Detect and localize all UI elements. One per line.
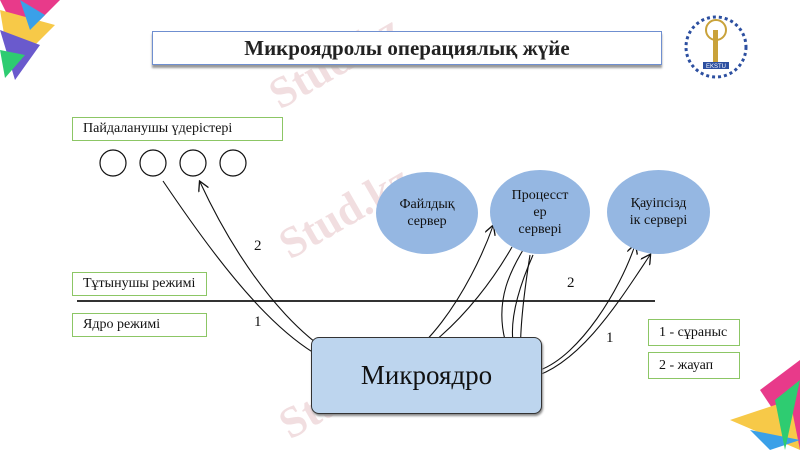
user-mode-label: Тұтынушы режимі xyxy=(72,272,207,296)
legend-request: 1 - сұраныс xyxy=(648,319,740,346)
legend-response: 2 - жауап xyxy=(648,352,740,379)
user-process-1 xyxy=(99,149,127,177)
security-server-node: Қауіпсізд ік сервері xyxy=(607,170,710,254)
kernel-mode-label: Ядро режимі xyxy=(72,313,207,337)
university-logo: EKSTU xyxy=(684,15,748,79)
arrow-number: 1 xyxy=(606,330,614,346)
user-process-4 xyxy=(219,149,247,177)
user-process-3 xyxy=(179,149,207,177)
file-server-node: Файлдық сервер xyxy=(376,172,478,254)
svg-text:EKSTU: EKSTU xyxy=(706,64,726,70)
process-circles xyxy=(99,149,247,177)
arrow-number: 1 xyxy=(254,314,262,330)
corner-burst-bottom-right xyxy=(730,360,800,450)
user-process-2 xyxy=(139,149,167,177)
process-server-node: Процесст ер сервері xyxy=(490,170,590,254)
microkernel-box: Микроядро xyxy=(311,337,542,414)
arrow-number: 2 xyxy=(254,238,262,254)
page-title: Микроядролы операциялық жүйе xyxy=(152,31,662,65)
corner-burst-top-left xyxy=(0,0,60,80)
arrow-number: 2 xyxy=(567,275,575,291)
user-processes-label: Пайдаланушы үдерістері xyxy=(72,117,283,141)
